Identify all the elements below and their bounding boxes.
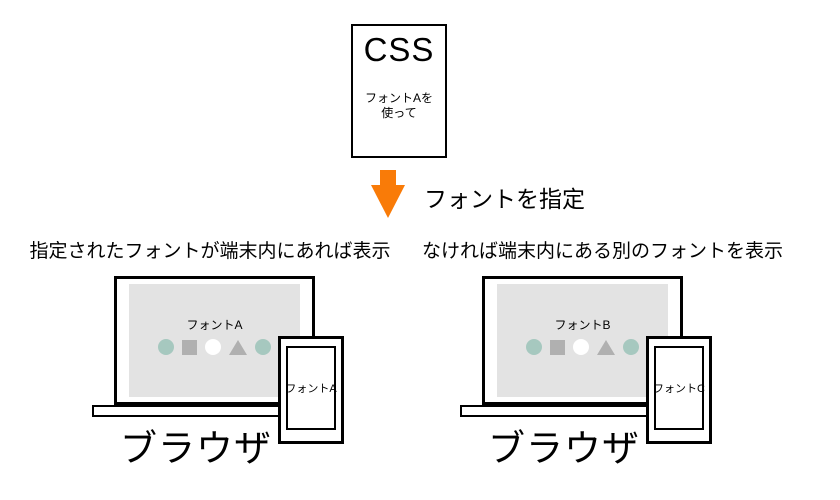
laptop-base — [460, 405, 650, 417]
laptop-font-label: フォントA — [186, 317, 243, 332]
css-note-line-2: 使って — [381, 106, 417, 120]
laptop-screen: フォントA — [129, 284, 300, 397]
laptop-screen: フォントB — [497, 284, 668, 397]
phone-screen: フォントC — [653, 346, 705, 430]
panel-font-available: フォントA フォントA ブラウザ — [90, 270, 360, 480]
screen-shapes-row — [526, 339, 639, 356]
phone-font-label: フォントC — [653, 383, 705, 395]
phone-font-label: フォントA — [285, 383, 337, 395]
gray-triangle-icon — [597, 339, 615, 355]
css-box-note: フォントAを 使って — [353, 91, 445, 121]
arrow-label: フォントを指定 — [424, 186, 585, 212]
teal-circle-icon — [255, 339, 271, 355]
gray-triangle-icon — [229, 339, 247, 355]
teal-circle-icon — [158, 339, 174, 355]
browser-label: ブラウザ — [120, 428, 272, 469]
teal-circle-icon — [623, 339, 639, 355]
laptop-base — [92, 405, 282, 417]
panel-font-fallback: フォントB フォントC ブラウザ — [458, 270, 728, 480]
phone-frame: フォントA — [278, 336, 344, 444]
right-panel-caption: なければ端末内にある別のフォントを表示 — [421, 241, 783, 262]
browser-label: ブラウザ — [488, 428, 640, 469]
screen-shapes-row — [158, 339, 271, 356]
css-box-title: CSS — [363, 31, 435, 68]
phone-screen: フォントA — [285, 346, 337, 430]
gray-square-icon — [550, 339, 565, 355]
css-note-line-1: フォントAを — [364, 91, 433, 105]
gray-square-icon — [182, 339, 197, 355]
left-panel-caption: 指定されたフォントが端末内にあれば表示 — [29, 241, 391, 262]
phone-frame: フォントC — [646, 336, 712, 444]
css-document-box: CSS フォントAを 使って — [351, 24, 447, 158]
down-arrow-icon — [371, 170, 405, 218]
laptop-font-label: フォントB — [554, 317, 611, 332]
white-circle-icon — [205, 339, 221, 355]
teal-circle-icon — [526, 339, 542, 355]
white-circle-icon — [573, 339, 589, 355]
